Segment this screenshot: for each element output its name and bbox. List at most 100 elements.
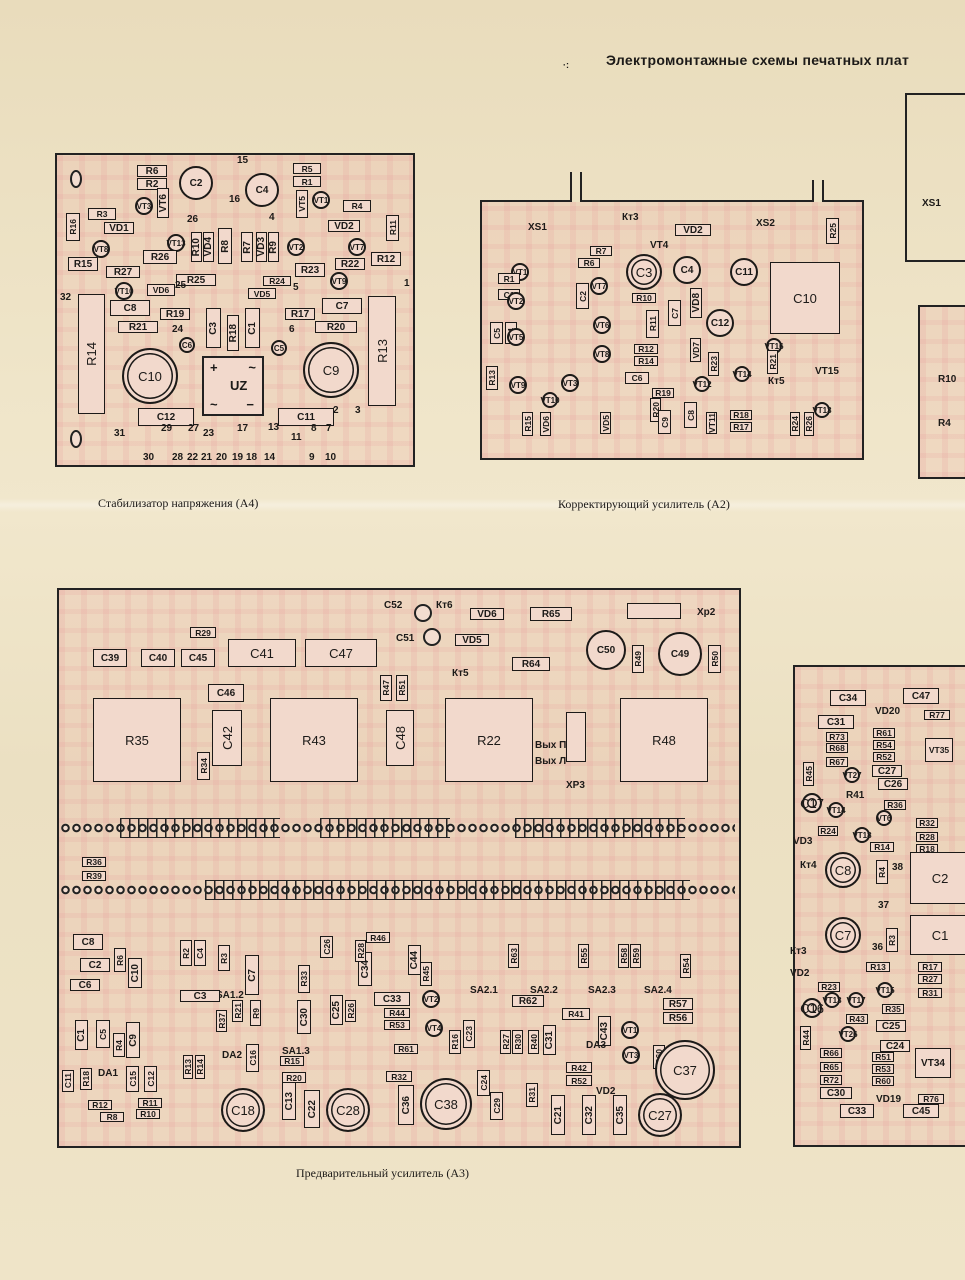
pin-number: 21 bbox=[201, 452, 213, 463]
component-C33: C33 bbox=[840, 1104, 874, 1118]
component-R66: R66 bbox=[820, 1048, 842, 1058]
component-C44: C44 bbox=[408, 945, 421, 975]
component-R65: R65 bbox=[820, 1062, 842, 1072]
component-VT18: VT18 bbox=[852, 827, 872, 843]
component-C42: C42 bbox=[212, 710, 242, 766]
component-C2: C2 bbox=[910, 852, 965, 904]
pin-number: 5 bbox=[293, 282, 299, 293]
label-Кт3: Кт3 bbox=[622, 212, 639, 223]
component-R63: R63 bbox=[508, 944, 519, 968]
component-R6: R6 bbox=[114, 948, 126, 972]
component-C7: C7 bbox=[322, 298, 362, 314]
component-C21: C21 bbox=[551, 1095, 565, 1135]
component-C16: C16 bbox=[800, 998, 824, 1018]
pin-number: 16 bbox=[229, 194, 241, 205]
label-SA2-4: SA2.4 bbox=[644, 985, 672, 996]
pin-number: 27 bbox=[188, 423, 200, 434]
component-VT3: VT3 bbox=[622, 1046, 640, 1064]
label-C52: C52 bbox=[384, 600, 403, 611]
component-C25: C25 bbox=[330, 995, 343, 1025]
component-VT6: VT6 bbox=[157, 188, 169, 218]
component-R21: R21 bbox=[118, 321, 158, 333]
uz-minus: − bbox=[246, 397, 254, 412]
component-C36: C36 bbox=[398, 1085, 414, 1125]
component-R28: R28 bbox=[355, 940, 366, 962]
component-C39: C39 bbox=[93, 649, 127, 667]
component-VD8: VD8 bbox=[690, 288, 702, 318]
component-VT10: VT10 bbox=[540, 392, 560, 408]
component-R43: R43 bbox=[846, 1014, 868, 1024]
component-VT5: VT5 bbox=[507, 328, 525, 346]
component-C2: C2 bbox=[179, 166, 213, 200]
component-C1: C1 bbox=[910, 915, 965, 955]
component-R61: R61 bbox=[394, 1044, 418, 1054]
component-C43: C43 bbox=[598, 1016, 611, 1046]
component-R17: R17 bbox=[285, 308, 315, 320]
component-R24: R24 bbox=[818, 826, 838, 836]
component-VT2: VT2 bbox=[422, 990, 440, 1008]
component-C4: C4 bbox=[673, 256, 701, 284]
component-R42: R42 bbox=[566, 1062, 592, 1073]
label-Хр2: Хр2 bbox=[697, 607, 716, 618]
component-C25: C25 bbox=[876, 1020, 906, 1032]
component-VD6: VD6 bbox=[470, 608, 504, 620]
component-R17: R17 bbox=[730, 422, 752, 432]
component-UZ: UZ + ~ ~ − bbox=[202, 356, 264, 416]
component-VD7: VD7 bbox=[690, 338, 701, 362]
component-C40: C40 bbox=[141, 649, 175, 667]
component-R62: R62 bbox=[512, 995, 544, 1007]
component-R34: R34 bbox=[197, 752, 210, 780]
connector-comb bbox=[515, 818, 685, 838]
component-VT11: VT11 bbox=[706, 412, 717, 434]
component-R33: R33 bbox=[298, 965, 310, 993]
label-DA3: DA3 bbox=[586, 1040, 607, 1051]
component-C8: C8 bbox=[684, 402, 697, 428]
component-R36: R36 bbox=[82, 857, 106, 867]
label-SA2-3: SA2.3 bbox=[588, 985, 616, 996]
label-VD2: VD2 bbox=[596, 1086, 616, 1097]
component-R51: R51 bbox=[396, 675, 408, 701]
component-VT10: VT10 bbox=[114, 282, 134, 300]
pin-number: 14 bbox=[264, 452, 276, 463]
component-R51: R51 bbox=[872, 1052, 894, 1062]
component-R41: R41 bbox=[562, 1008, 590, 1020]
component-VT14: VT14 bbox=[826, 802, 846, 818]
component-C9: C9 bbox=[658, 410, 671, 434]
component-R45: R45 bbox=[420, 962, 432, 986]
label-XS2: XS2 bbox=[756, 218, 775, 229]
label-VT4: VT4 bbox=[650, 240, 669, 251]
pin-number: 30 bbox=[143, 452, 155, 463]
component-R9: R9 bbox=[250, 1000, 261, 1026]
label-VD20: VD20 bbox=[875, 706, 901, 717]
component-C2: C2 bbox=[576, 283, 589, 309]
component-R14: R14 bbox=[195, 1055, 205, 1079]
connector-xp2 bbox=[627, 603, 681, 619]
label-Кт6: Кт6 bbox=[436, 600, 453, 611]
label-R10: R10 bbox=[938, 374, 957, 385]
component-R22: R22 bbox=[445, 698, 533, 782]
component-C7: C7 bbox=[245, 955, 259, 995]
component-R29: R29 bbox=[190, 627, 216, 638]
component-C35: C35 bbox=[613, 1095, 627, 1135]
component-VT34: VT34 bbox=[915, 1048, 951, 1078]
component-C5: C5 bbox=[96, 1020, 110, 1048]
component-R17: R17 bbox=[918, 962, 942, 972]
component-C33: C33 bbox=[374, 992, 410, 1006]
label-SA2-2: SA2.2 bbox=[530, 985, 558, 996]
component-R54: R54 bbox=[680, 954, 691, 978]
component-VT13: VT13 bbox=[812, 402, 832, 418]
component-R13: R13 bbox=[183, 1055, 193, 1079]
component-R57: R57 bbox=[663, 998, 693, 1010]
component-C8: C8 bbox=[110, 300, 150, 316]
component-C1: C1 bbox=[245, 308, 260, 348]
component-C12: C12 bbox=[706, 309, 734, 337]
component-R30: R30 bbox=[512, 1030, 523, 1054]
component-C28: C28 bbox=[326, 1088, 370, 1132]
component-R7: R7 bbox=[241, 232, 253, 262]
component-VT7: VT7 bbox=[590, 277, 608, 295]
pin-number: 26 bbox=[187, 214, 199, 225]
component-C47: C47 bbox=[305, 639, 377, 667]
component-R60: R60 bbox=[872, 1076, 894, 1086]
component-R3: R3 bbox=[218, 945, 230, 971]
component-C10: C10 bbox=[128, 958, 142, 988]
